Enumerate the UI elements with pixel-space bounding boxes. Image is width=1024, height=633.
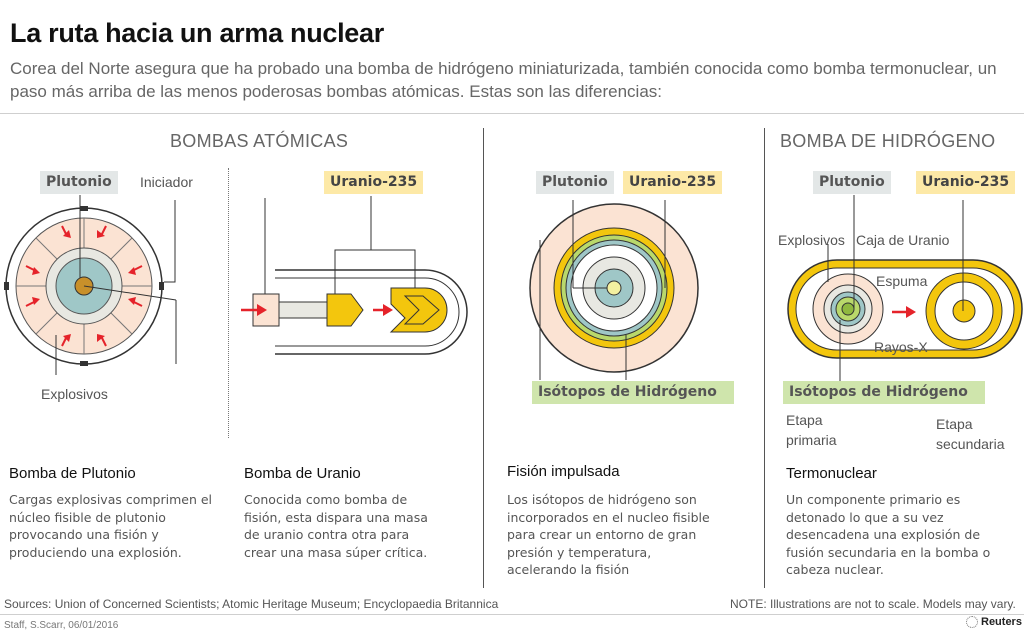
page-subtitle: Corea del Norte asegura que ha probado u… [10, 59, 997, 101]
plutonio-label-3: Plutonio [813, 171, 891, 194]
etapa-secundaria-label: Etapa secundaria [936, 416, 1005, 452]
bomb-title-fision: Fisión impulsada [507, 463, 620, 480]
bomb-title-plutonio: Bomba de Plutonio [9, 465, 136, 482]
isotopos-label-2: Isótopos de Hidrógeno [783, 381, 985, 404]
thermonuclear-diagram [787, 195, 1023, 382]
bomb-desc-termonuclear: Un componente primario es detonado lo qu… [786, 492, 991, 577]
etapa-primaria-label: Etapa primaria [786, 412, 837, 448]
isotopos-label-1: Isótopos de Hidrógeno [532, 381, 734, 404]
footer-divider [0, 614, 1024, 615]
bomb-desc-uranio: Conocida como bomba de fisión, esta disp… [244, 492, 428, 560]
footer-note: NOTE: Illustrations are not to scale. Mo… [730, 597, 1016, 611]
uranio235-label-3: Uranio-235 [916, 171, 1016, 194]
rayos-x-label: Rayos-X [874, 339, 928, 355]
bomb-desc-plutonio: Cargas explosivas comprimen el núcleo fi… [9, 492, 213, 560]
reuters-brand: Reuters [981, 616, 1022, 628]
section-atomic-heading: BOMBAS ATÓMICAS [170, 131, 349, 151]
iniciador-label: Iniciador [140, 174, 193, 190]
divider-1 [483, 128, 484, 588]
uranio235-label-2: Uranio-235 [623, 171, 723, 194]
header-divider [0, 113, 1024, 114]
bomb-title-termonuclear: Termonuclear [786, 465, 877, 482]
explosivos-label-1: Explosivos [41, 386, 108, 402]
boosted-fission-diagram [529, 200, 699, 380]
uranium-bomb-diagram [241, 196, 468, 355]
divider-2 [764, 128, 765, 588]
page-title: La ruta hacia un arma nuclear [10, 18, 384, 48]
footer-credit: Staff, S.Scarr, 06/01/2016 [4, 620, 119, 631]
plutonio-label-2: Plutonio [536, 171, 614, 194]
plutonium-bomb-diagram [4, 195, 177, 375]
reuters-dot-icon [966, 616, 978, 628]
plutonio-label-1: Plutonio [40, 171, 118, 194]
divider-dotted [228, 168, 229, 438]
reuters-logo: Reuters [966, 616, 1022, 628]
explosivos-label-2: Explosivos [778, 232, 845, 248]
bomb-desc-fision: Los isótopos de hidrógeno son incorporad… [507, 492, 710, 577]
uranio235-label-1: Uranio-235 [324, 171, 424, 194]
section-hydrogen-heading: BOMBA DE HIDRÓGENO [780, 131, 996, 151]
espuma-label: Espuma [876, 273, 928, 289]
bomb-title-uranio: Bomba de Uranio [244, 465, 361, 482]
footer-sources: Sources: Union of Concerned Scientists; … [4, 597, 499, 611]
caja-uranio-label: Caja de Uranio [856, 232, 950, 248]
